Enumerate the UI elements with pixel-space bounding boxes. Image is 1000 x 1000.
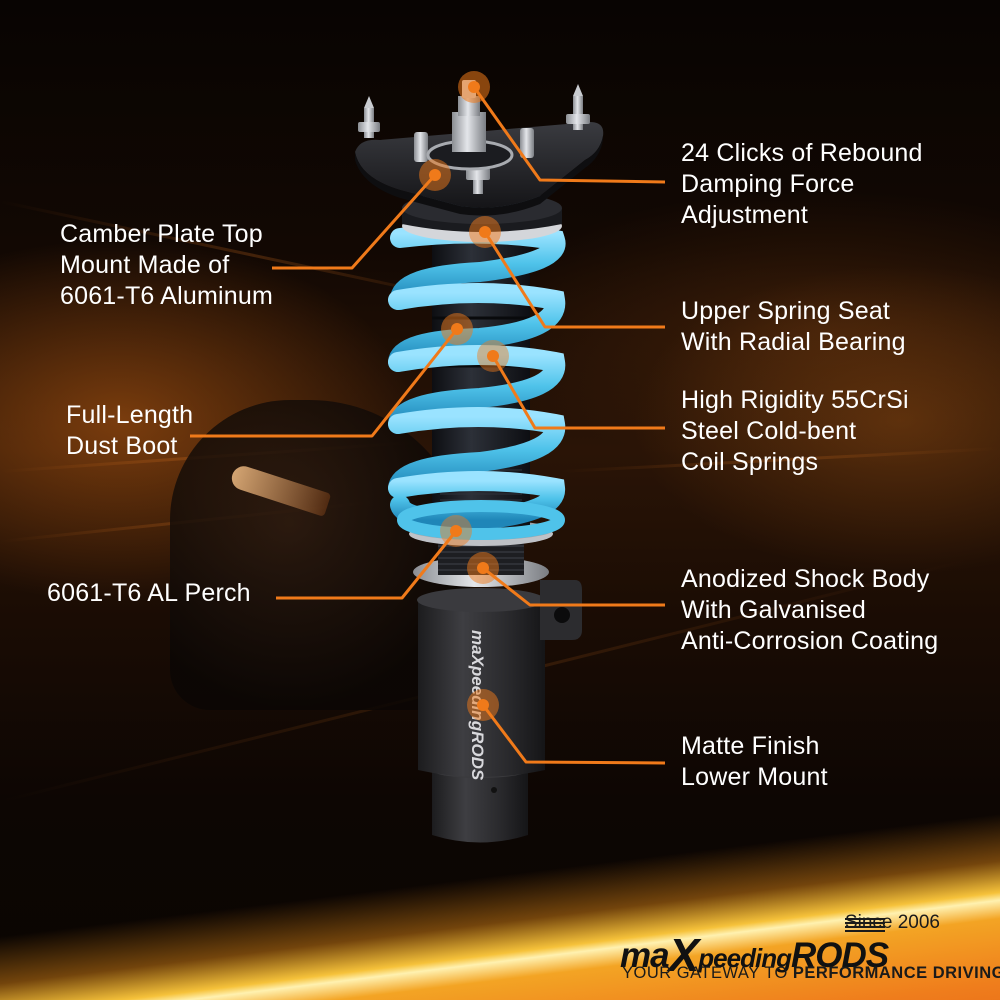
callout-lower-mount: Matte Finish Lower Mount [681, 732, 828, 791]
callout-dust-boot: Full-Length Dust Boot [66, 401, 194, 460]
shock-body: maXpeedingRODS [417, 580, 582, 781]
brand-name: maXpeedingRODS [620, 929, 889, 981]
callout-rebound-damping: 24 Clicks of Rebound Damping Force Adjus… [681, 139, 923, 229]
shock-body-logo: maXpeedingRODS [468, 630, 487, 781]
speed-lines-icon [845, 918, 885, 932]
callout-shock-body: Anodized Shock Body With Galvanised Anti… [681, 565, 939, 655]
callout-coil-springs: High Rigidity 55CrSi Steel Cold-bent Coi… [681, 386, 909, 476]
brand-since: Since 2006 [844, 912, 940, 933]
callout-upper-spring-seat: Upper Spring Seat With Radial Bearing [681, 297, 906, 356]
brand-logo: Since 2006 maXpeedingRODS YOUR GATEWAY T… [620, 912, 1000, 982]
brand-tagline: YOUR GATEWAY TO PERFORMANCE DRIVING [622, 964, 1000, 982]
camber-plate [355, 80, 604, 216]
callout-camber-plate: Camber Plate Top Mount Made of 6061-T6 A… [60, 220, 274, 310]
spring-bottom-coil [397, 500, 565, 540]
callout-al-perch: 6061-T6 AL Perch [47, 579, 251, 607]
